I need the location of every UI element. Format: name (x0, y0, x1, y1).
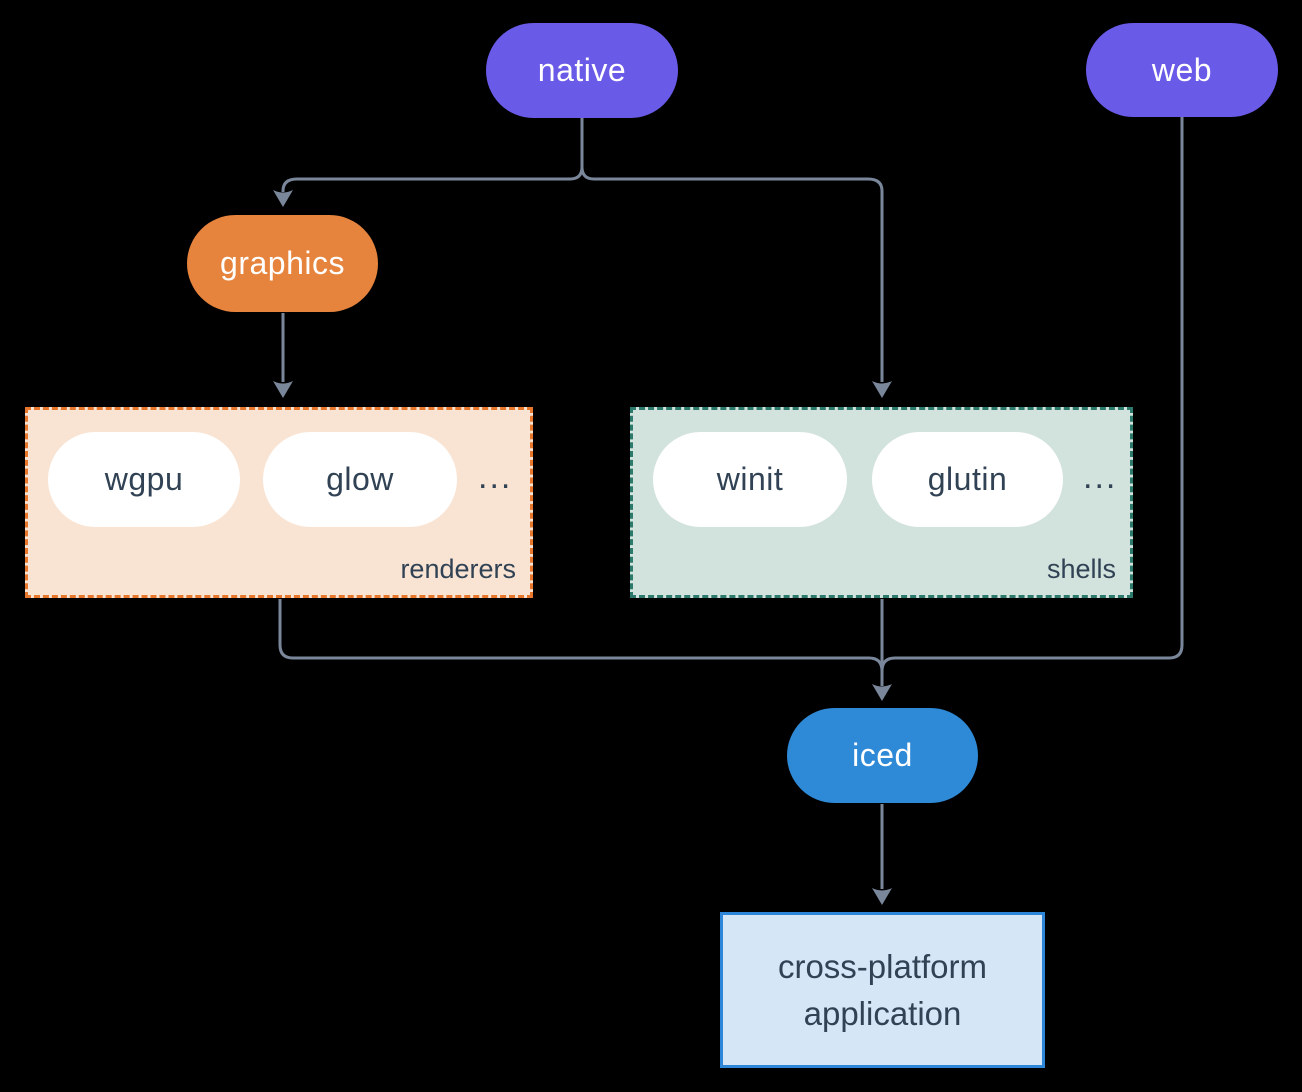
node-iced-label: iced (852, 737, 913, 773)
node-wgpu-label: wgpu (104, 461, 184, 497)
node-web-label: web (1151, 51, 1213, 88)
arrowhead-shells (872, 381, 892, 398)
node-wgpu: wgpu (48, 432, 240, 527)
node-native: native (486, 23, 678, 118)
node-iced: iced (787, 708, 978, 803)
arrowhead-graphics (273, 190, 293, 207)
node-cross-platform-application: cross-platform application (720, 912, 1045, 1068)
node-app-label: cross-platform application (777, 948, 988, 1032)
edge-native-shells (580, 118, 884, 382)
arrowhead-app (872, 888, 892, 905)
node-glow: glow (263, 432, 457, 527)
node-graphics-label: graphics (220, 245, 345, 281)
node-glutin: glutin (872, 432, 1063, 527)
node-web: web (1086, 23, 1278, 117)
node-graphics: graphics (187, 215, 378, 312)
node-winit: winit (653, 432, 847, 527)
group-renderers-label: renderers (400, 554, 516, 584)
renderers-ellipsis: ... (478, 458, 513, 496)
node-winit-label: winit (716, 461, 784, 497)
node-glutin-label: glutin (927, 461, 1008, 497)
edge-renderers-iced (278, 599, 884, 672)
arrowhead-iced (872, 684, 892, 701)
group-shells-label: shells (1046, 554, 1116, 584)
edge-native-graphics (281, 118, 584, 192)
node-native-label: native (537, 52, 627, 88)
arrowhead-renderers (273, 381, 293, 398)
shells-ellipsis: ... (1083, 458, 1118, 496)
node-glow-label: glow (326, 461, 394, 497)
